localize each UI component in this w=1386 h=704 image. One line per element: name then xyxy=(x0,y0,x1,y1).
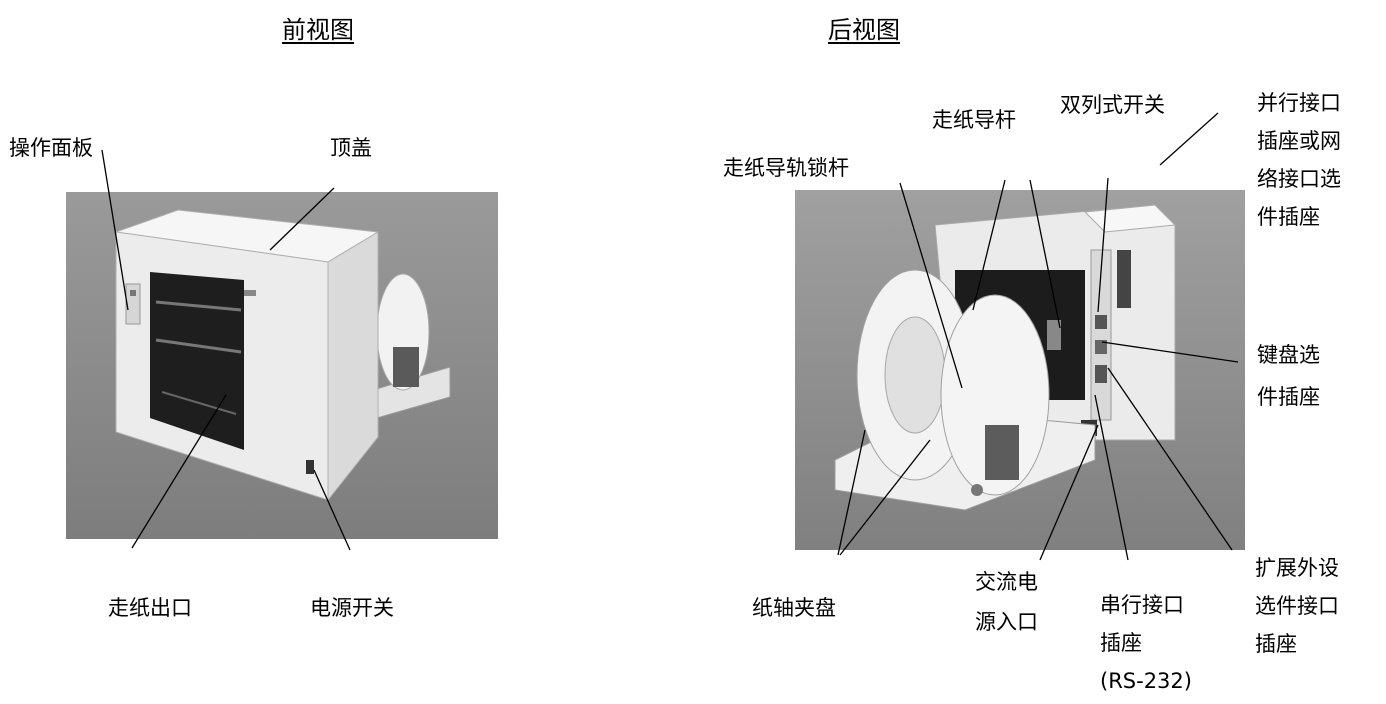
label-keyboard-slot-line: 键盘选 xyxy=(1257,343,1320,367)
label-serial-port: 串行接口 插座 (RS-232) xyxy=(1100,588,1192,693)
rear-view-title: 后视图 xyxy=(828,16,900,44)
label-operation-panel: 操作面板 xyxy=(9,136,93,160)
label-serial-port-line: 串行接口 xyxy=(1100,593,1184,617)
label-expansion-slot-line: 选件接口 xyxy=(1255,594,1339,618)
label-keyboard-slot: 键盘选 件插座 xyxy=(1257,338,1320,409)
label-parallel-slot-line: 插座或网 xyxy=(1257,129,1341,153)
label-expansion-slot-line: 扩展外设 xyxy=(1255,556,1339,580)
label-dip-switch: 双列式开关 xyxy=(1060,93,1165,117)
label-serial-port-line: (RS-232) xyxy=(1100,669,1192,693)
label-ac-inlet-line: 交流电 xyxy=(975,570,1038,594)
front-view-title: 前视图 xyxy=(282,16,354,44)
label-ac-inlet: 交流电 源入口 xyxy=(975,565,1038,634)
label-guide-lock-lever: 走纸导轨锁杆 xyxy=(723,156,849,180)
label-paper-exit: 走纸出口 xyxy=(108,596,192,620)
label-expansion-slot-line: 插座 xyxy=(1255,632,1297,656)
label-paper-guide: 走纸导杆 xyxy=(932,108,1016,132)
leader-parallel-slot xyxy=(1159,112,1219,166)
label-spindle-holder: 纸轴夹盘 xyxy=(752,596,836,620)
label-ac-inlet-line: 源入口 xyxy=(975,610,1038,634)
label-serial-port-line: 插座 xyxy=(1100,631,1142,655)
label-parallel-slot: 并行接口 插座或网 络接口选 件插座 xyxy=(1257,86,1341,229)
label-parallel-slot-line: 并行接口 xyxy=(1257,91,1341,115)
label-parallel-slot-line: 络接口选 xyxy=(1257,167,1341,191)
label-power-switch: 电源开关 xyxy=(310,596,394,620)
front-printer-illustration xyxy=(66,192,498,539)
label-expansion-slot: 扩展外设 选件接口 插座 xyxy=(1255,551,1339,656)
front-view-photo xyxy=(66,192,498,539)
label-top-cover: 顶盖 xyxy=(330,136,372,160)
label-keyboard-slot-line: 件插座 xyxy=(1257,385,1320,409)
rear-view-photo xyxy=(795,190,1245,550)
rear-printer-illustration xyxy=(795,190,1245,550)
label-parallel-slot-line: 件插座 xyxy=(1257,205,1320,229)
